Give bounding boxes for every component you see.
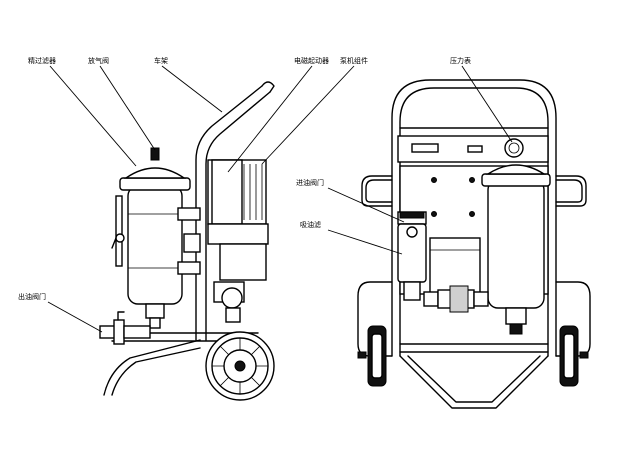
leader-inlet-valve (327, 187, 405, 223)
front-view (357, 79, 591, 409)
leader-cart-frame (161, 65, 223, 113)
frame-rail-front (195, 85, 263, 341)
leader-motor-starter (227, 65, 313, 173)
front-filter-body (487, 179, 545, 309)
leader-lines (47, 65, 513, 333)
frame-rail-back (205, 91, 271, 341)
fine-filter-body (127, 185, 183, 305)
label-outlet-valve: 出油阀门 (18, 293, 46, 301)
leader-outlet-valve (47, 301, 103, 333)
leader-vent-valve (99, 65, 156, 151)
label-suction-filter: 吸油滤 (300, 221, 321, 229)
leader-fine-filter (49, 65, 137, 167)
pump-body (219, 243, 267, 281)
side-view (99, 81, 275, 401)
leader-pump-assembly (261, 65, 355, 165)
front-frame-outer (391, 79, 557, 357)
label-inlet-valve: 进油阀门 (296, 179, 324, 187)
leader-suction-filter (327, 229, 403, 255)
label-motor-starter: 电磁起动器 (294, 57, 329, 65)
frame-handle-tip (261, 81, 275, 93)
leader-pressure-gauge (461, 65, 513, 143)
pressure-gauge-dial (504, 138, 524, 158)
label-pump-assembly: 泵机组件 (340, 57, 368, 65)
label-fine-filter: 精过滤器 (28, 57, 56, 65)
label-cart-frame: 车架 (154, 57, 168, 65)
label-pressure-gauge: 压力表 (450, 57, 471, 65)
label-vent-valve: 放气阀 (88, 57, 109, 65)
